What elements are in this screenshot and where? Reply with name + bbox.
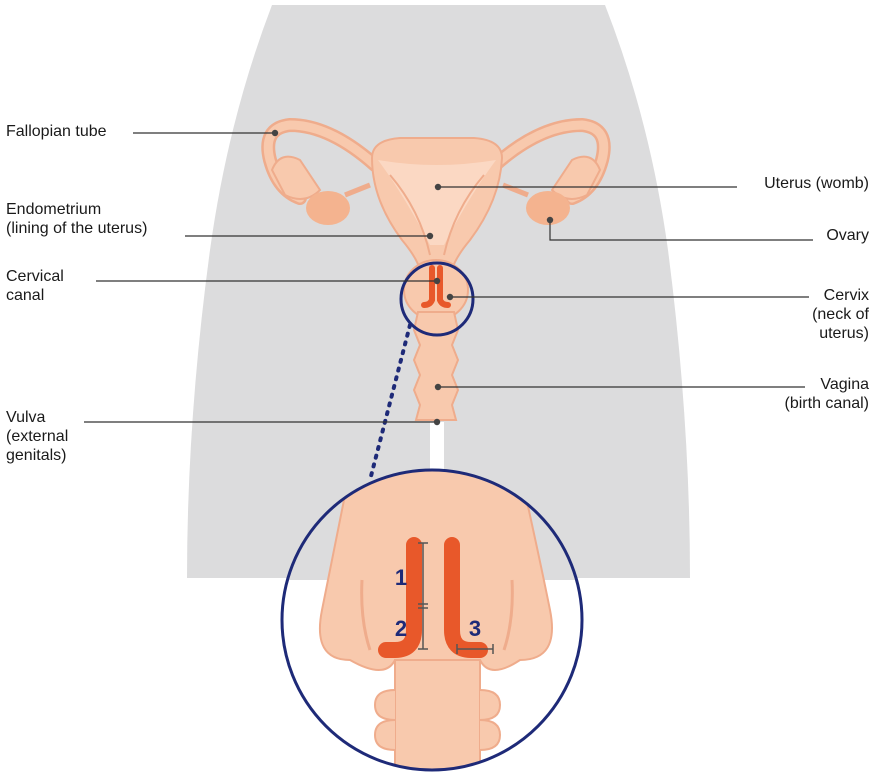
zoom-view: 1 2 3 <box>282 470 582 775</box>
vagina <box>414 312 458 420</box>
zoom-number-3: 3 <box>469 616 481 641</box>
zoom-number-2: 2 <box>395 616 407 641</box>
label-vulva-line2: (external <box>6 427 68 446</box>
label-cervix-line3: uterus) <box>812 324 869 343</box>
label-fallopian-tube: Fallopian tube <box>6 122 107 141</box>
label-vulva-line1: Vulva <box>6 408 68 427</box>
label-cervix: Cervix (neck of uterus) <box>812 286 869 343</box>
label-cervical-canal-line1: Cervical <box>6 267 64 286</box>
label-vagina: Vagina (birth canal) <box>785 375 869 413</box>
label-vulva-line3: genitals) <box>6 446 68 465</box>
label-endometrium-line2: (lining of the uterus) <box>6 219 147 238</box>
zoom-number-1: 1 <box>395 565 407 590</box>
label-uterus: Uterus (womb) <box>764 174 869 193</box>
label-vulva: Vulva (external genitals) <box>6 408 68 465</box>
label-endometrium-line1: Endometrium <box>6 200 147 219</box>
label-endometrium: Endometrium (lining of the uterus) <box>6 200 147 238</box>
ovary-left <box>306 191 350 225</box>
label-cervix-line2: (neck of <box>812 305 869 324</box>
label-cervical-canal-line2: canal <box>6 286 64 305</box>
label-cervical-canal: Cervical canal <box>6 267 64 305</box>
label-ovary: Ovary <box>826 226 869 245</box>
label-vagina-line2: (birth canal) <box>785 394 869 413</box>
label-vagina-line1: Vagina <box>785 375 869 394</box>
label-cervix-line1: Cervix <box>812 286 869 305</box>
